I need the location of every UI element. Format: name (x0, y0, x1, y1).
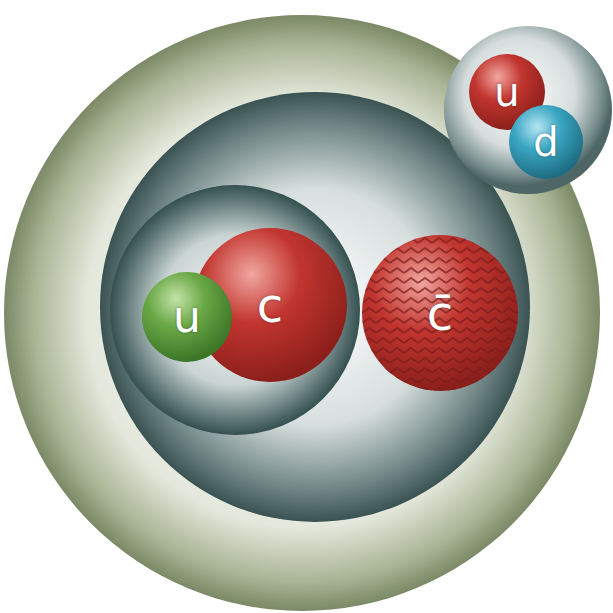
quark-fill (193, 228, 347, 382)
quark-fill (509, 105, 583, 179)
quark-label: u (173, 295, 201, 339)
diquark-cloud (444, 26, 612, 194)
meson-cloud (110, 185, 360, 435)
quark-fill (362, 235, 518, 391)
quark-ball: d (509, 105, 583, 179)
quark-label: c̄ (427, 289, 453, 337)
quark-label: d (533, 122, 558, 162)
quark-ball: u (142, 272, 232, 362)
antiquark-texture (362, 235, 518, 391)
quark-label: u (494, 72, 519, 112)
quark-fill (142, 272, 232, 362)
quark-ball: c̄ (362, 235, 518, 391)
quark-label: c (257, 281, 283, 329)
hadron-cloud (4, 15, 600, 611)
